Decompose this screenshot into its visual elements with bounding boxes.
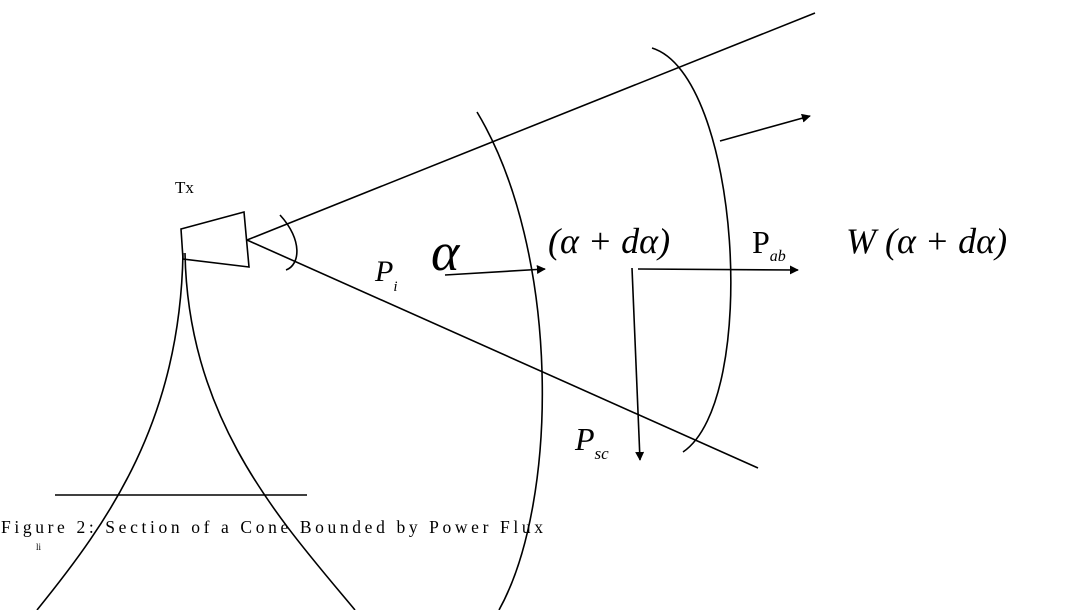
alpha-plus-d-alpha-label: (α + dα) xyxy=(548,221,670,261)
cross-section-alpha-plus-dalpha-arc xyxy=(651,47,732,453)
absorbed-power-subscript: ab xyxy=(770,248,786,265)
tower-left-leg xyxy=(36,252,184,610)
absorbed-power-label: Pab xyxy=(752,224,786,265)
transmitter-horn xyxy=(180,210,250,268)
scattered-power-label: Psc xyxy=(574,421,609,463)
alpha-symbol: α xyxy=(431,222,461,282)
scattered-power-arrow xyxy=(631,267,645,461)
incident-power-label: Pi xyxy=(374,255,398,295)
transmitted-flux-arrow xyxy=(637,265,799,275)
cone-lower-edge xyxy=(246,239,759,469)
transmitter-label: Tx xyxy=(175,178,194,197)
figure-caption: Figure 2: Section of a Cone Bounded by P… xyxy=(1,517,543,537)
absorbed-power-symbol: P xyxy=(752,224,770,260)
incident-power-symbol: P xyxy=(374,255,393,288)
figure-caption-overflow: li xyxy=(36,542,42,552)
incident-power-arrow xyxy=(444,264,546,276)
tower-right-leg xyxy=(184,252,356,610)
cross-section-alpha-arc xyxy=(476,111,544,610)
beam-angle-arc xyxy=(279,214,298,271)
incident-power-subscript: i xyxy=(393,279,397,295)
absorbed-power-arrow xyxy=(719,113,811,142)
flux-expression-label: W (α + dα) xyxy=(846,221,1007,261)
cone-upper-edge xyxy=(246,12,816,241)
scattered-power-symbol: P xyxy=(574,421,595,457)
scattered-power-subscript: sc xyxy=(595,444,610,463)
